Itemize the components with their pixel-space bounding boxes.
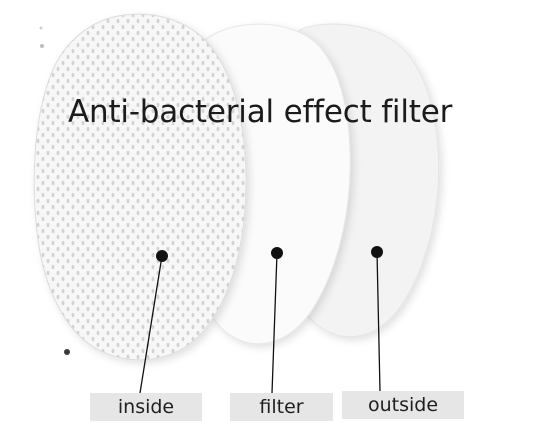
inside-pointer-dot xyxy=(156,250,168,262)
filter-label: filter xyxy=(230,393,333,421)
diagram-title: Anti-bacterial effect filter xyxy=(68,94,452,130)
inside-label: inside xyxy=(90,393,202,421)
inside-layer xyxy=(34,14,246,360)
speck xyxy=(40,44,44,48)
outside-pointer-dot xyxy=(371,246,383,258)
outside-label: outside xyxy=(342,391,464,419)
filter-pointer-dot xyxy=(271,247,283,259)
speck xyxy=(40,27,43,30)
speck xyxy=(64,349,70,355)
